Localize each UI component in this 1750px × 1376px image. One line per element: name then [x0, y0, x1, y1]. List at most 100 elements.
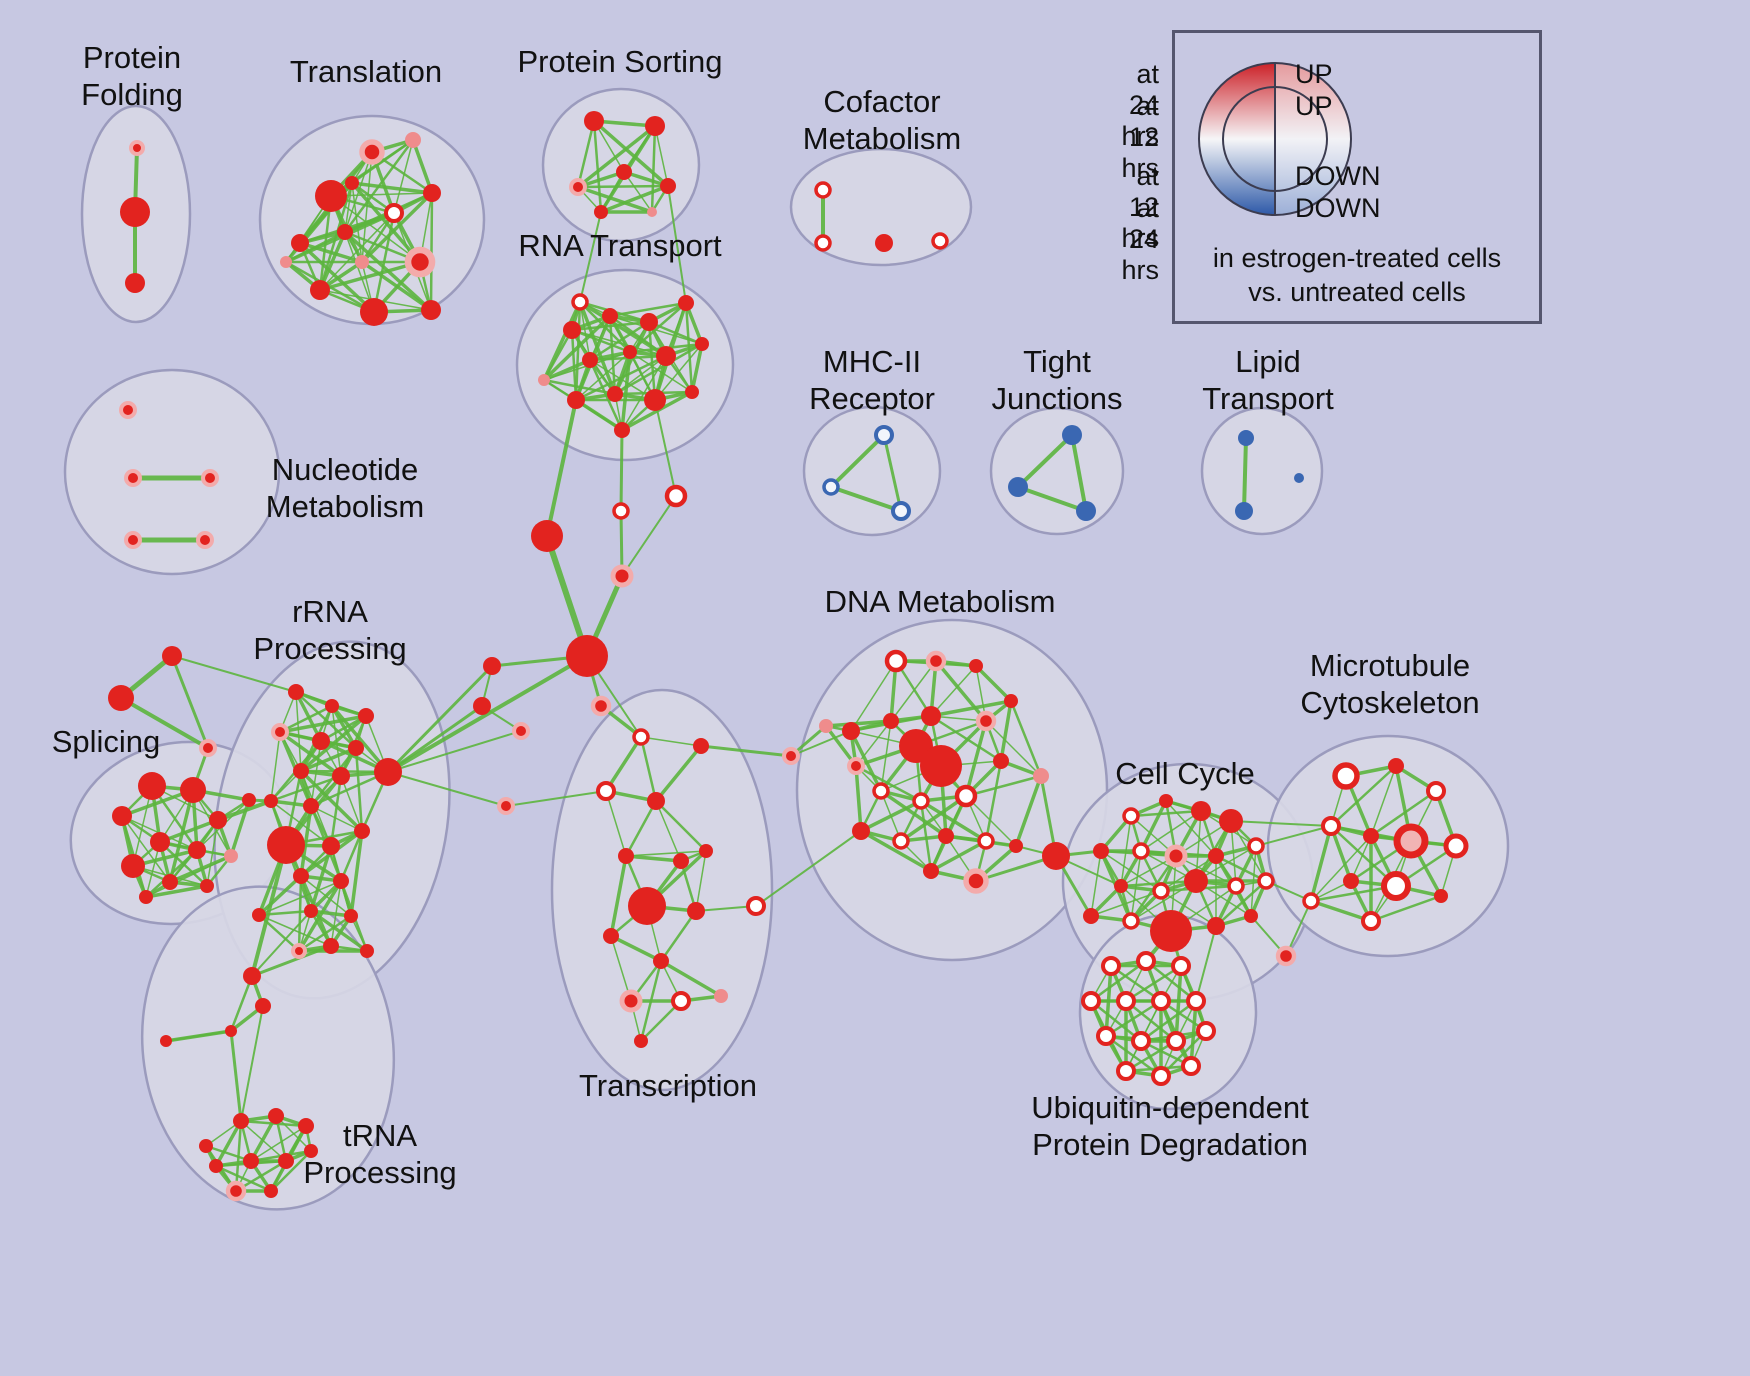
network-edge — [170, 654, 210, 750]
gene-node — [531, 520, 563, 552]
gene-node — [150, 832, 170, 852]
gene-node — [616, 164, 632, 180]
network-edge — [574, 300, 582, 402]
network-edge — [654, 744, 703, 803]
gene-node — [1122, 807, 1140, 825]
network-edge — [339, 829, 364, 883]
network-edge — [1214, 854, 1268, 883]
gene-node — [814, 234, 832, 252]
network-edge — [619, 428, 624, 513]
gene-node — [180, 777, 206, 803]
gene-node — [653, 953, 669, 969]
gene-node — [1186, 991, 1206, 1011]
gene-node — [1151, 991, 1171, 1011]
gene-node — [782, 747, 800, 765]
gene-node — [1062, 425, 1082, 445]
network-edge — [695, 850, 707, 912]
network-edge — [628, 301, 688, 354]
cluster-ellipse-tight-junctions — [989, 406, 1125, 536]
gene-node — [954, 784, 978, 808]
updown-gradient-glyph-icon — [1198, 62, 1352, 216]
network-edge — [545, 398, 578, 538]
gene-node — [685, 385, 699, 399]
network-edge — [411, 138, 434, 195]
network-edge — [659, 909, 698, 963]
gene-node — [1363, 828, 1379, 844]
network-edge — [297, 874, 303, 953]
network-edge — [1350, 835, 1372, 882]
gene-node — [1443, 833, 1469, 859]
glyph-right-half — [1275, 63, 1351, 215]
gene-node — [1150, 910, 1192, 952]
gene-node — [647, 792, 665, 810]
gene-node — [1219, 809, 1243, 833]
gene-node — [1042, 842, 1070, 870]
gene-node — [267, 826, 305, 864]
gene-node — [590, 695, 612, 717]
network-edge — [654, 399, 677, 497]
gene-node — [209, 1159, 223, 1173]
cluster-ellipse-microtubule-cytoskeleton — [1266, 734, 1510, 958]
network-edge — [964, 719, 988, 798]
network-edge — [297, 914, 353, 953]
gene-node — [1321, 816, 1341, 836]
gene-node — [293, 763, 309, 779]
gene-node — [421, 300, 441, 320]
network-edge — [620, 350, 632, 432]
network-edge — [1242, 436, 1248, 513]
gene-node — [618, 848, 634, 864]
gene-node — [612, 502, 630, 520]
gene-node — [209, 811, 227, 829]
gene-node — [199, 1139, 213, 1153]
gene-node — [1166, 1031, 1186, 1051]
gene-node — [656, 346, 676, 366]
gene-node — [1093, 843, 1109, 859]
gene-node — [120, 197, 150, 227]
network-edge — [386, 654, 589, 774]
gene-node — [323, 938, 339, 954]
gene-node — [354, 823, 370, 839]
network-edge — [624, 799, 658, 858]
gene-node — [644, 389, 666, 411]
cluster-ellipse-mhc-ii-receptor — [802, 405, 942, 537]
gene-node — [243, 967, 261, 985]
cluster-ellipse-lipid-transport — [1200, 406, 1324, 536]
gene-node — [200, 879, 214, 893]
gene-node — [1227, 877, 1245, 895]
legend-word: DOWN — [1295, 193, 1381, 223]
network-edge — [1370, 765, 1397, 837]
gene-node — [359, 139, 385, 165]
gene-node — [1434, 889, 1448, 903]
network-edge — [360, 191, 434, 264]
network-edge — [251, 910, 312, 977]
gene-node — [512, 722, 530, 740]
network-edge — [1310, 835, 1372, 902]
network-edge — [1174, 964, 1183, 1043]
network-edge — [1090, 890, 1162, 917]
legend-time: at 12 hrs — [1121, 91, 1160, 183]
network-edge — [299, 769, 364, 833]
network-edge — [330, 704, 390, 774]
network-edge — [882, 433, 903, 513]
gene-node — [693, 738, 709, 754]
network-edge — [214, 1119, 243, 1168]
gene-node — [969, 659, 983, 673]
network-edge — [850, 660, 897, 732]
network-edge — [604, 735, 643, 793]
gene-node — [607, 386, 623, 402]
network-edge — [318, 181, 354, 292]
network-edge — [229, 1029, 243, 1123]
gene-node — [280, 256, 292, 268]
network-edge — [829, 433, 886, 489]
gene-node — [1159, 794, 1173, 808]
gene-node — [563, 321, 581, 339]
network-edge — [319, 212, 395, 291]
network-edge — [659, 959, 723, 998]
gene-node — [358, 708, 374, 724]
gene-node — [687, 902, 705, 920]
gene-node — [582, 352, 598, 368]
gene-node — [632, 728, 650, 746]
network-edge — [295, 691, 302, 772]
network-edge — [250, 944, 333, 978]
network-edge — [269, 774, 343, 803]
